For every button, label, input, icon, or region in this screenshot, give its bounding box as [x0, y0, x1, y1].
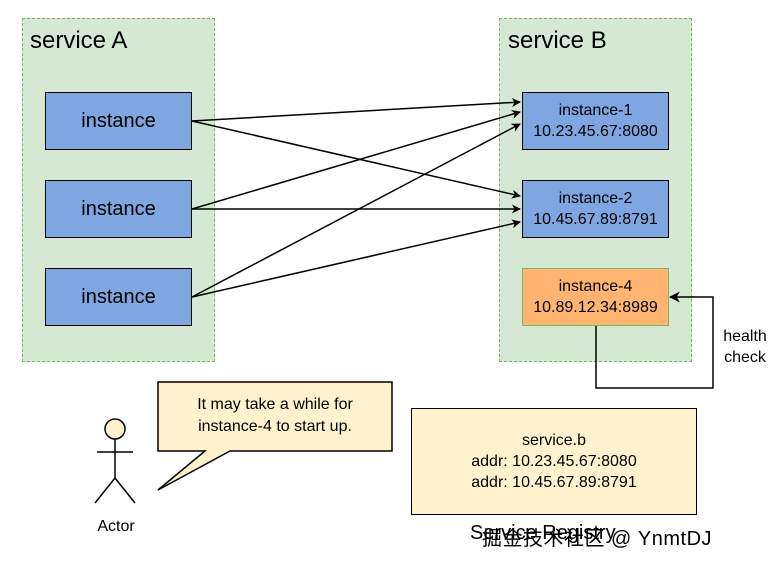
connector-a3-b2	[191, 219, 521, 298]
instance-name: instance-1	[558, 102, 633, 119]
instance-label: instance	[81, 285, 156, 308]
service-b-instance-1[interactable]: instance-1 10.23.45.67:8080	[522, 92, 669, 150]
registry-addr: addr: 10.45.67.89:8791	[471, 474, 637, 491]
instance-address: 10.23.45.67:8080	[533, 123, 658, 140]
actor-figure	[94, 418, 136, 504]
instance-name: instance-4	[558, 278, 633, 295]
health-check-label: health check	[716, 326, 774, 368]
instance-address: 10.45.67.89:8791	[533, 211, 658, 228]
connector-a2-b1	[191, 109, 521, 210]
instance-address: 10.89.12.34:8989	[533, 299, 658, 316]
service-b-instance-2[interactable]: instance-2 10.45.67.89:8791	[522, 180, 669, 238]
instance-label: instance	[81, 197, 156, 220]
instance-name: instance-2	[558, 190, 633, 207]
health-check-loop	[595, 291, 714, 389]
service-registry-box[interactable]: service.b addr: 10.23.45.67:8080 addr: 1…	[411, 408, 697, 515]
service-a-instance[interactable]: instance	[45, 268, 192, 326]
health-check-line1: health	[723, 328, 767, 345]
service-a-title: service A	[30, 27, 128, 54]
connector-a1-b1	[191, 97, 521, 122]
watermark-text: 掘金技术社区 @ YnmtDJ	[482, 528, 713, 550]
callout-bubble	[157, 381, 393, 491]
service-b-title: service B	[508, 27, 607, 54]
callout-line1: It may take a while for	[197, 396, 353, 413]
service-b-instance-4[interactable]: instance-4 10.89.12.34:8989	[522, 268, 669, 326]
connector-a3-b1	[191, 123, 521, 298]
registry-caption: Service Registry	[470, 522, 616, 544]
instance-label: instance	[81, 109, 156, 132]
service-a-instance[interactable]: instance	[45, 92, 192, 150]
health-check-line2: check	[724, 349, 766, 366]
callout-text: It may take a while for instance-4 to st…	[158, 394, 392, 438]
actor-label: Actor	[97, 518, 135, 535]
registry-service-name: service.b	[521, 432, 587, 449]
callout-line2: instance-4 to start up.	[198, 418, 352, 435]
registry-addr: addr: 10.23.45.67:8080	[471, 453, 637, 470]
service-a-instance[interactable]: instance	[45, 180, 192, 238]
connector-a1-b2	[191, 120, 521, 199]
